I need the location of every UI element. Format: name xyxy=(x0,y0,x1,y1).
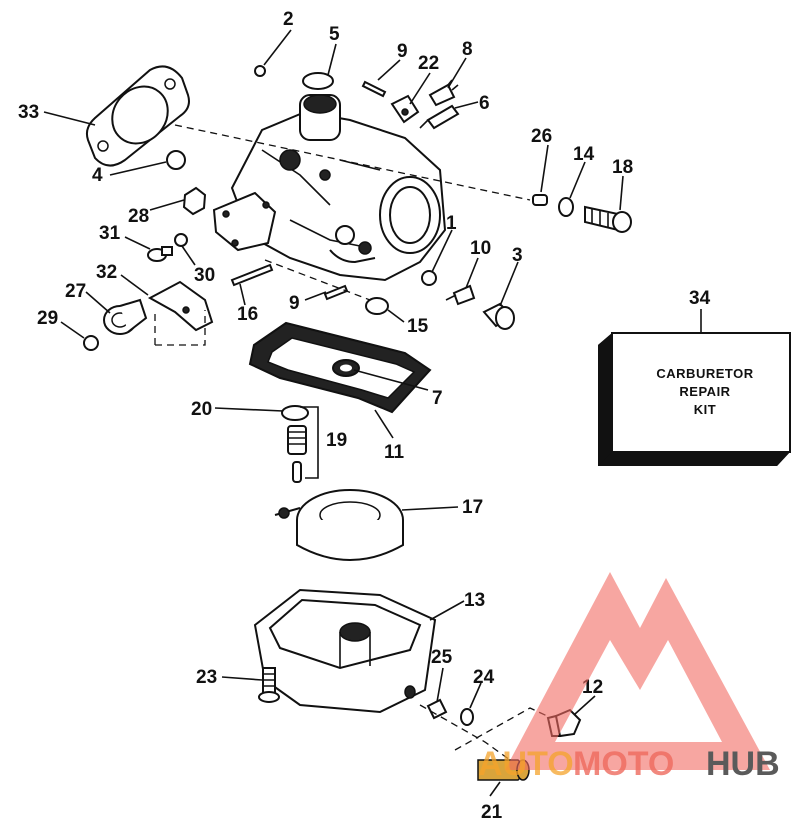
part-9-pin-lower xyxy=(323,284,349,301)
label-28: 28 xyxy=(128,206,149,227)
part-16-pin xyxy=(230,263,274,287)
part-19-needle-seat xyxy=(287,406,319,483)
part-14-washer xyxy=(558,197,574,217)
label-2: 2 xyxy=(283,9,294,30)
part-31-screw xyxy=(147,246,173,262)
part-2-ball xyxy=(254,65,266,77)
part-34-repair-kit-box: CARBURETOR REPAIR KIT xyxy=(598,332,791,466)
label-20: 20 xyxy=(191,399,212,420)
label-10: 10 xyxy=(470,238,491,259)
label-8: 8 xyxy=(462,39,473,60)
part-30-washer xyxy=(174,233,188,247)
label-1: 1 xyxy=(446,213,457,234)
part-20-washer xyxy=(281,405,309,421)
kit-label-line2: REPAIR xyxy=(679,384,730,399)
label-4: 4 xyxy=(92,165,103,186)
part-26-jet xyxy=(532,194,548,206)
label-9-lower: 9 xyxy=(289,293,300,314)
part-11-gasket xyxy=(248,321,432,414)
label-14: 14 xyxy=(573,144,595,165)
part-1-o-ring xyxy=(421,270,437,286)
part-32-lever xyxy=(147,280,214,346)
label-3: 3 xyxy=(512,245,523,266)
label-7: 7 xyxy=(432,388,443,409)
watermark-logo xyxy=(505,572,770,770)
label-18: 18 xyxy=(612,157,633,178)
label-33: 33 xyxy=(18,102,39,123)
part-29-o-ring xyxy=(83,335,99,351)
label-24: 24 xyxy=(473,667,495,688)
part-3-screw xyxy=(482,302,515,330)
label-16: 16 xyxy=(237,304,258,325)
kit-label-line3: KIT xyxy=(694,402,716,417)
part-27-roller xyxy=(103,298,148,335)
watermark-hub: HUB xyxy=(706,745,780,783)
label-15: 15 xyxy=(407,316,429,337)
label-26: 26 xyxy=(531,126,552,147)
part-15-washer xyxy=(365,297,389,315)
part-6-needle xyxy=(419,104,460,130)
part-carburetor-body xyxy=(212,94,447,282)
label-29: 29 xyxy=(37,308,58,329)
part-17-float xyxy=(274,489,404,561)
part-9-pin-top xyxy=(361,80,387,98)
label-31: 31 xyxy=(99,223,121,244)
watermark-moto: MOTO xyxy=(573,745,674,783)
label-11: 11 xyxy=(384,442,405,463)
part-23-screw xyxy=(258,667,280,703)
label-34: 34 xyxy=(689,288,711,309)
part-8-screw xyxy=(428,79,459,107)
label-17: 17 xyxy=(462,497,483,518)
part-13-float-bowl xyxy=(253,588,437,714)
label-25: 25 xyxy=(431,647,453,668)
label-6: 6 xyxy=(479,93,490,114)
label-21: 21 xyxy=(481,802,503,823)
part-33-flange-gasket xyxy=(85,65,190,167)
part-10-needle-valve xyxy=(445,284,476,306)
part-24-washer xyxy=(460,708,474,726)
watermark-text: AUTO MOTO HUB xyxy=(478,745,780,783)
part-18-screw xyxy=(584,205,632,233)
label-12: 12 xyxy=(582,677,603,698)
label-22: 22 xyxy=(418,53,439,74)
part-4-ball xyxy=(166,150,186,170)
label-19: 19 xyxy=(326,430,347,451)
label-23: 23 xyxy=(196,667,217,688)
label-5: 5 xyxy=(329,24,340,45)
label-13: 13 xyxy=(464,590,485,611)
label-30: 30 xyxy=(194,265,215,286)
leader-lines xyxy=(43,29,702,797)
label-32: 32 xyxy=(96,262,117,283)
part-number-labels: 2 5 9 8 22 6 33 4 28 31 30 32 27 29 16 9… xyxy=(18,9,711,823)
part-25-jet xyxy=(426,698,448,720)
part-5-plug xyxy=(302,72,334,90)
label-9-top: 9 xyxy=(397,41,408,62)
watermark-auto: AUTO xyxy=(478,745,574,783)
kit-label-line1: CARBURETOR xyxy=(656,366,753,381)
part-28-nut xyxy=(182,186,207,216)
part-22-bracket xyxy=(390,94,420,124)
watermark-triangle-icon xyxy=(505,572,770,770)
label-27: 27 xyxy=(65,281,86,302)
